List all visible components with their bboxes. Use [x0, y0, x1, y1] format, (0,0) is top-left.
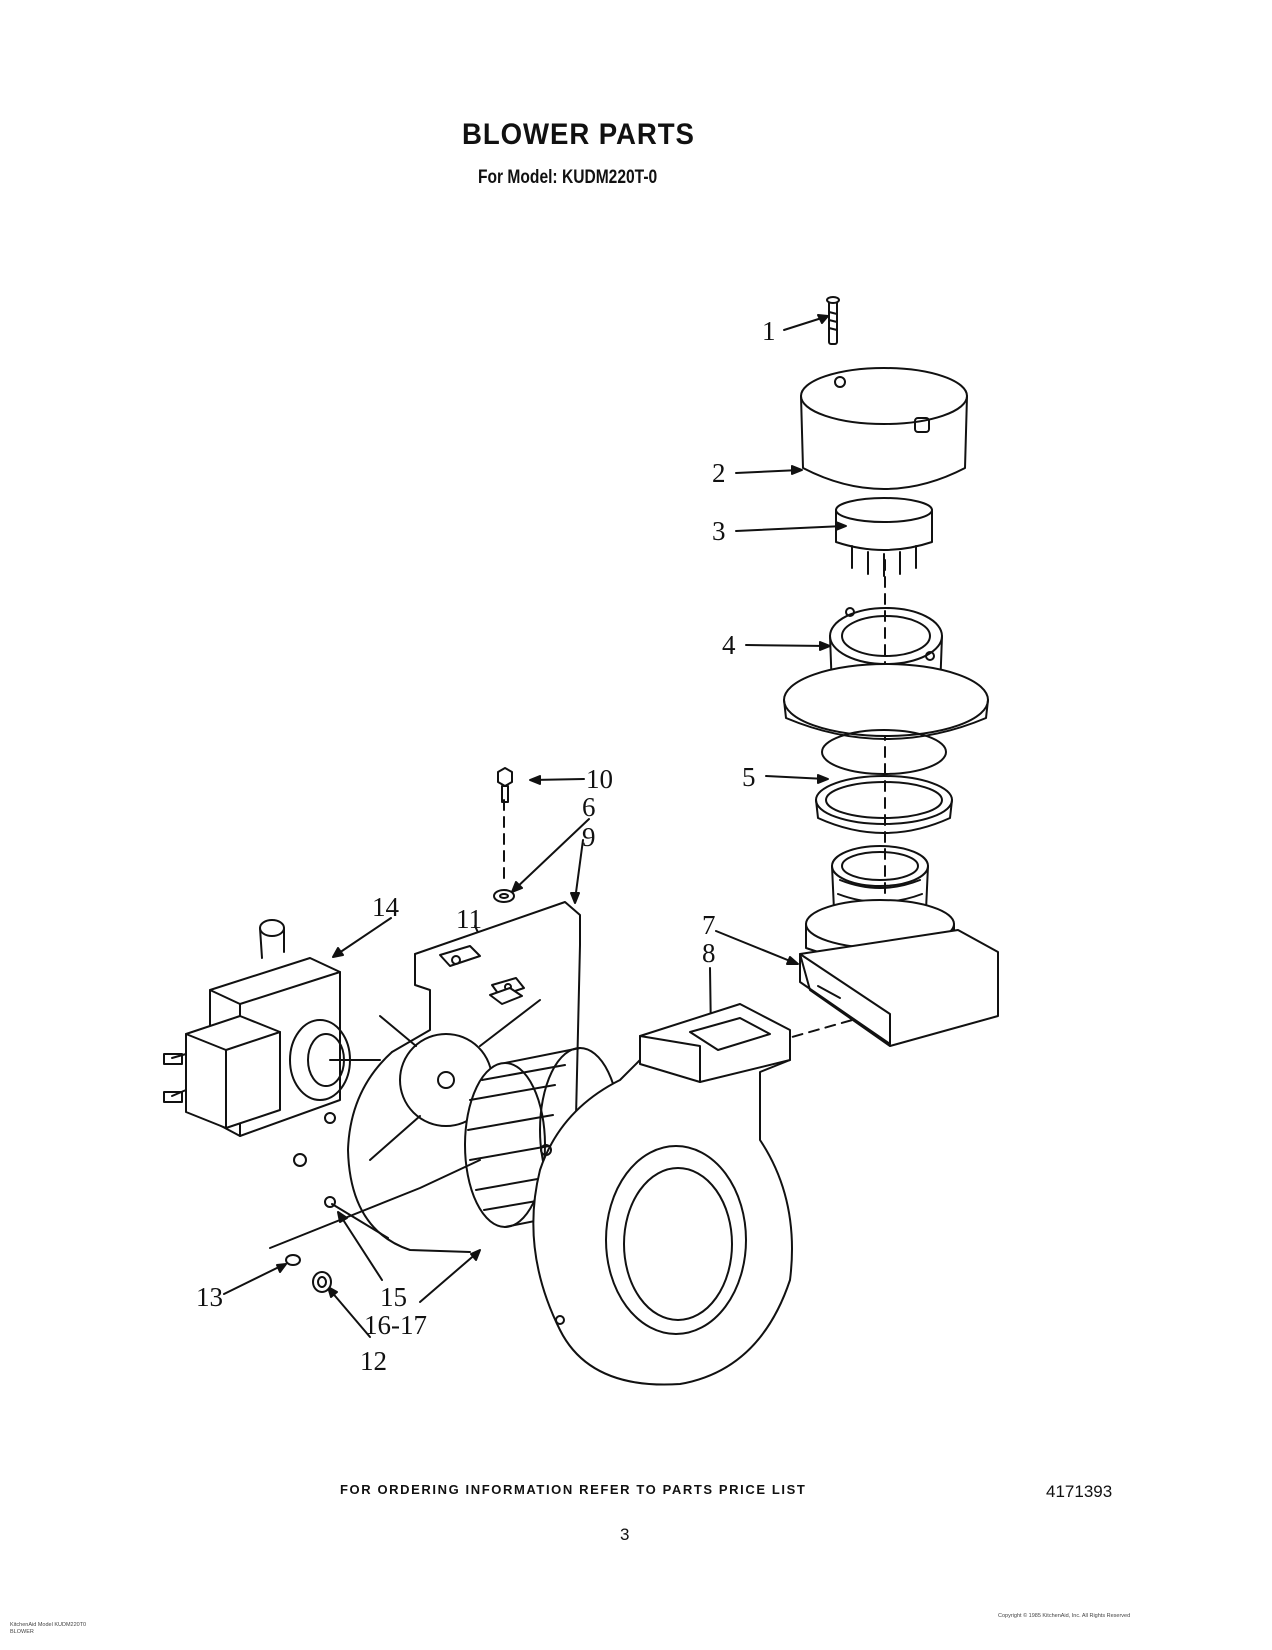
callout-4: 4	[722, 630, 736, 660]
callout-11: 11	[456, 904, 482, 934]
callout-16-17: 16-17	[364, 1310, 427, 1340]
scroll-housing	[532, 1003, 793, 1386]
nut-part-12	[312, 1271, 332, 1293]
callout-9: 9	[582, 822, 596, 852]
callout-7: 7	[702, 910, 716, 940]
bolt-part-10	[497, 767, 513, 803]
callout-15: 15	[380, 1282, 407, 1312]
document-number: 4171393	[1046, 1482, 1113, 1501]
fastener-part-11	[489, 987, 523, 1005]
blower-wheel-part-16-17	[464, 1047, 621, 1228]
motor-cap-part-2	[800, 367, 968, 490]
callout-1: 1	[762, 316, 776, 346]
callout-5: 5	[742, 762, 756, 792]
callout-12: 12	[360, 1346, 387, 1376]
screw-part-1	[826, 296, 840, 345]
housing-part-4	[783, 607, 989, 740]
callout-13: 13	[196, 1282, 223, 1312]
connector-part-3	[835, 497, 933, 577]
mount-line	[269, 1159, 481, 1249]
callout-3: 3	[712, 516, 726, 546]
callout-2: 2	[712, 458, 726, 488]
washer-part-13	[285, 1254, 301, 1266]
page-number: 3	[620, 1525, 630, 1544]
fine-print-left-line: BLOWER	[10, 1629, 34, 1635]
callout-14: 14	[372, 892, 400, 922]
callout-6: 6	[582, 792, 596, 822]
callout-10: 10	[586, 764, 613, 794]
fine-print-right: Copyright © 1985 KitchenAid, Inc. All Ri…	[998, 1612, 1130, 1620]
ordering-note: FOR ORDERING INFORMATION REFER TO PARTS …	[340, 1482, 807, 1497]
motor-part-14	[163, 919, 381, 1167]
adapter-part-7-8	[799, 845, 999, 1047]
page-title: BLOWER PARTS	[462, 118, 695, 151]
callout-8: 8	[702, 938, 716, 968]
gasket-part-5	[815, 729, 953, 834]
fine-print-left-line: KitchenAid Model KUDM220T0	[10, 1622, 87, 1628]
callout-labels: 1 2 3 4 5 10 6 9 14 11 7 8 13 15 16-17 1…	[196, 316, 776, 1376]
fine-print-right-line: Copyright © 1985 KitchenAid, Inc. All Ri…	[998, 1613, 1131, 1619]
model-subtitle: For Model: KUDM220T-0	[478, 167, 658, 188]
screw-part-15	[324, 1196, 389, 1239]
washer-part-6	[493, 889, 515, 903]
fine-print-left: KitchenAid Model KUDM220T0 BLOWER	[10, 1622, 86, 1636]
